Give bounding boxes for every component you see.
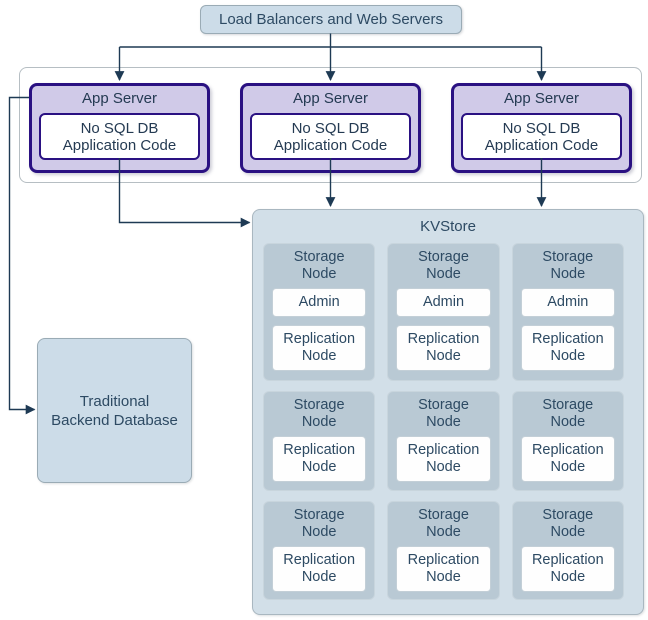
storage-node: Storage Node Replication Node: [511, 391, 624, 491]
storage-node: Storage Node Replication Node: [387, 501, 500, 600]
replication-node-box: Replication Node: [396, 325, 491, 371]
admin-box: Admin: [396, 288, 491, 317]
load-balancers-label: Load Balancers and Web Servers: [218, 11, 444, 28]
storage-node: Storage Node Replication Node: [387, 391, 500, 491]
replication-node-box: Replication Node: [272, 546, 367, 592]
app-server-title: App Server: [81, 90, 158, 107]
storage-node-title: Storage Node: [418, 507, 469, 540]
app-server-box: App Server No SQL DB Application Code: [451, 83, 632, 173]
app-server-box: App Server No SQL DB Application Code: [240, 83, 421, 173]
storage-node: Storage Node Replication Node: [263, 501, 376, 600]
storage-node-title: Storage Node: [293, 507, 345, 540]
storage-node-title: Storage Node: [542, 507, 594, 540]
traditional-backend-database-label: Traditional Backend Database: [51, 392, 178, 429]
traditional-backend-database-box: Traditional Backend Database: [37, 338, 192, 483]
admin-box: Admin: [520, 288, 615, 317]
storage-node-title: Storage Node: [293, 249, 345, 282]
kvstore-title: KVStore: [420, 218, 476, 235]
replication-node-box: Replication Node: [396, 436, 491, 482]
app-server-title: App Server: [292, 90, 369, 107]
replication-node-box: Replication Node: [272, 436, 367, 482]
app-server-box: App Server No SQL DB Application Code: [29, 83, 210, 173]
admin-box: Admin: [272, 288, 367, 317]
storage-node-title: Storage Node: [293, 397, 345, 430]
replication-node-box: Replication Node: [520, 436, 615, 482]
storage-node-title: Storage Node: [418, 397, 469, 430]
replication-node-box: Replication Node: [520, 325, 615, 371]
load-balancers-box: Load Balancers and Web Servers: [200, 5, 462, 34]
replication-node-box: Replication Node: [396, 546, 491, 592]
app-server-title: App Server: [503, 90, 580, 107]
storage-node-title: Storage Node: [542, 397, 594, 430]
nosql-app-code-box: No SQL DB Application Code: [39, 113, 200, 160]
storage-node: Storage Node Replication Node: [263, 391, 376, 491]
storage-node-title: Storage Node: [418, 249, 469, 282]
storage-node: Storage Node Replication Node: [511, 501, 624, 600]
replication-node-box: Replication Node: [520, 546, 615, 592]
replication-node-box: Replication Node: [272, 325, 367, 371]
storage-node-title: Storage Node: [542, 249, 594, 282]
nosql-app-code-box: No SQL DB Application Code: [461, 113, 622, 160]
nosql-app-code-box: No SQL DB Application Code: [250, 113, 411, 160]
